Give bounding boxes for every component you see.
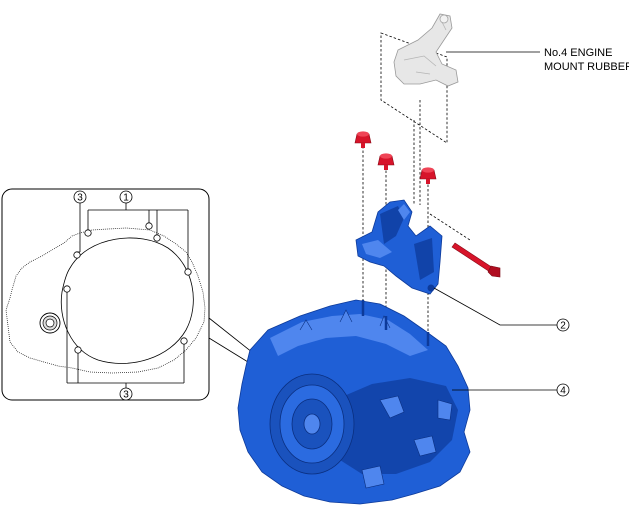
nut-stud bbox=[426, 179, 430, 184]
callout-1-circle bbox=[119, 190, 133, 204]
mount-rubber-boss bbox=[439, 14, 449, 24]
callout-3-top-text: 3 bbox=[77, 193, 83, 204]
engine-mount-label-line1: No.4 ENGINE bbox=[544, 47, 612, 59]
bolt-shank bbox=[451, 242, 494, 273]
bolt-hole bbox=[145, 222, 153, 230]
nut-top bbox=[357, 131, 369, 137]
nut-icon bbox=[377, 153, 395, 170]
callout-2-text: 2 bbox=[560, 321, 566, 332]
bracket-highlight bbox=[362, 204, 410, 258]
bolt-hole bbox=[153, 234, 161, 242]
bolt-head bbox=[487, 265, 501, 278]
transaxle-assembly: 4 bbox=[237, 299, 570, 505]
bolt-hole bbox=[84, 229, 92, 237]
engine-mount-rubber: No.4 ENGINE MOUNT RUBBER bbox=[380, 13, 629, 144]
callout-3-bottom-text: 3 bbox=[123, 390, 129, 401]
nut-icon bbox=[419, 167, 437, 184]
leader-2 bbox=[433, 287, 557, 326]
mount-rubber-detail bbox=[403, 21, 447, 75]
mount-rubber-body bbox=[393, 13, 459, 87]
callout-4-circle bbox=[556, 383, 570, 397]
housing-detail-inset: 1 3 3 bbox=[1, 188, 210, 401]
bolt-hole bbox=[73, 251, 81, 259]
mount-nuts bbox=[354, 131, 437, 184]
housing-inner-bore bbox=[60, 237, 194, 364]
bolt-hole bbox=[184, 268, 192, 276]
nut-stud bbox=[384, 165, 388, 170]
leader-1 bbox=[87, 203, 189, 269]
alignment-line bbox=[429, 213, 471, 241]
nut-top bbox=[380, 153, 392, 159]
nut-stud bbox=[361, 143, 365, 148]
transaxle-studs bbox=[361, 300, 430, 346]
housing-outline bbox=[5, 227, 206, 374]
bracket-bolt-boss bbox=[427, 284, 435, 292]
nut-icon bbox=[354, 131, 372, 148]
callout-2-circle bbox=[556, 318, 570, 332]
nut-top bbox=[422, 167, 434, 173]
bracket-shading bbox=[380, 206, 434, 280]
transaxle-details bbox=[299, 309, 453, 489]
leader-3-top bbox=[77, 203, 81, 253]
bolt-hole bbox=[63, 285, 71, 293]
bolt-hole bbox=[74, 346, 82, 354]
inset-frame bbox=[1, 188, 210, 401]
through-bolt-icon bbox=[451, 242, 501, 278]
leader-3-bottom bbox=[66, 292, 185, 388]
transaxle-mount-bracket: 2 bbox=[355, 199, 570, 332]
torque-converter-hub bbox=[303, 413, 321, 435]
bolt-hole bbox=[180, 337, 188, 345]
engine-mount-label-line2: MOUNT RUBBER bbox=[544, 61, 629, 73]
callout-3-top-circle bbox=[73, 190, 87, 204]
shaft-seal-inner bbox=[45, 318, 55, 328]
callout-1-text: 1 bbox=[123, 193, 129, 204]
callout-3-bottom-circle bbox=[119, 387, 133, 401]
callout-4-text: 4 bbox=[560, 386, 566, 397]
